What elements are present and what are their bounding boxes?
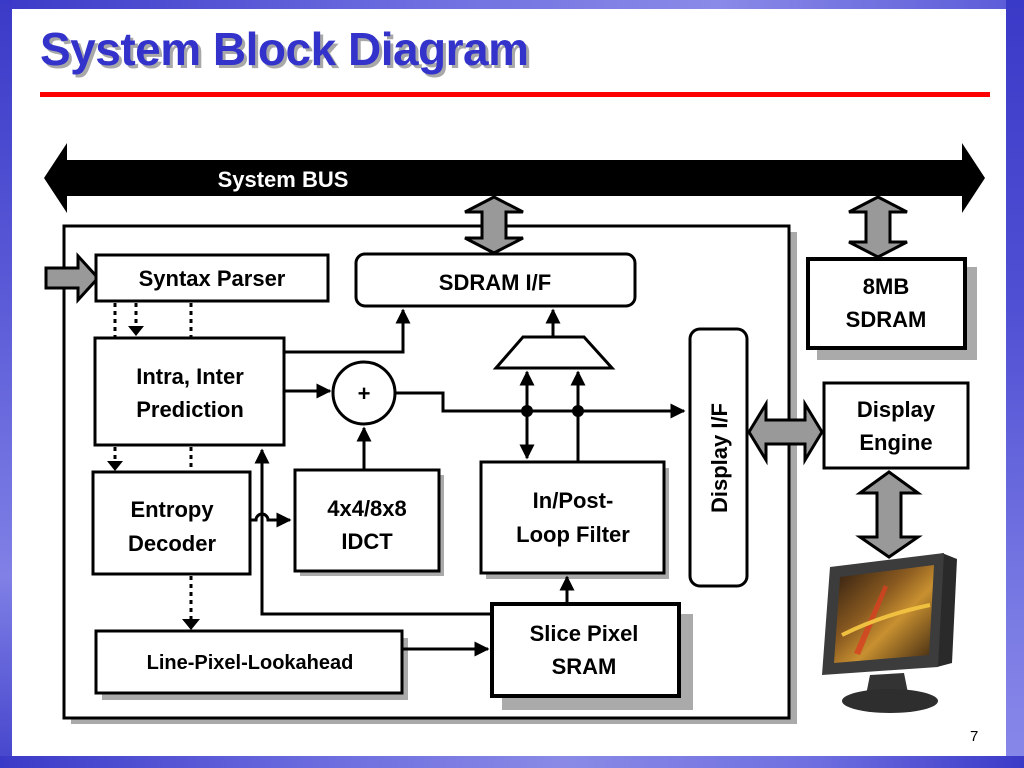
engine-monitor-connector-icon <box>855 470 923 559</box>
loop-filter-label-line1: In/Post- <box>533 488 614 513</box>
lcd-monitor-icon <box>822 553 957 713</box>
adder-output-line <box>395 391 686 419</box>
display-engine-block: Display Engine <box>822 381 970 470</box>
syntax-parser-block: Syntax Parser <box>94 253 330 303</box>
sdram-if-label: SDRAM I/F <box>439 270 551 295</box>
line-pixel-lookahead-block: Line-Pixel-Lookahead <box>94 629 408 700</box>
sdram-8mb-label-line2: SDRAM <box>846 307 927 332</box>
slide-title: System Block Diagram <box>40 23 529 75</box>
arrowhead-icon <box>182 619 200 630</box>
page-number: 7 <box>970 728 979 745</box>
sdram-if-block: SDRAM I/F <box>354 252 637 308</box>
idct-label-line2: IDCT <box>341 529 393 554</box>
title-underline <box>40 92 990 97</box>
display-engine-label-line2: Engine <box>859 430 932 455</box>
idct-label-line1: 4x4/8x8 <box>327 496 407 521</box>
display-engine-label-line1: Display <box>857 397 936 422</box>
display-if-block: Display I/F <box>688 327 749 588</box>
entropy-decoder-label-line1: Entropy <box>130 497 214 522</box>
display-if-label: Display I/F <box>707 403 732 513</box>
bus-sdram-connector-icon <box>848 195 908 259</box>
intra-inter-label-line1: Intra, Inter <box>136 364 244 389</box>
intra-inter-label-line2: Prediction <box>136 397 244 422</box>
intra-inter-prediction-block: Intra, Inter Prediction <box>93 336 286 447</box>
slice-pixel-sram-label-line1: Slice Pixel <box>530 621 639 646</box>
idct-block: 4x4/8x8 IDCT <box>293 468 444 576</box>
arrowhead-icon <box>107 461 123 471</box>
slide-frame-bottom <box>0 756 1024 768</box>
slide-frame-top <box>0 0 1024 9</box>
system-bus-label: System BUS <box>218 167 349 192</box>
system-bus: System BUS <box>44 143 985 213</box>
loop-filter-label-line2: Loop Filter <box>516 522 630 547</box>
prediction-control-lines <box>113 447 193 470</box>
loop-filter-block: In/Post- Loop Filter <box>479 460 669 579</box>
slice-pixel-sram-label-line2: SRAM <box>552 654 617 679</box>
sdram-8mb-label-line1: 8MB <box>863 274 909 299</box>
input-arrow-icon <box>44 252 101 304</box>
sdram-8mb-block: 8MB SDRAM <box>806 257 977 360</box>
prediction-to-sdram-if-line <box>284 308 411 354</box>
syntax-parser-label: Syntax Parser <box>139 266 286 291</box>
slide-frame-left <box>0 0 12 768</box>
line-pixel-lookahead-label: Line-Pixel-Lookahead <box>147 652 354 674</box>
syntax-parser-control-lines <box>113 303 193 338</box>
display-if-engine-connector-icon <box>747 398 824 466</box>
entropy-decoder-block: Entropy Decoder <box>91 470 252 576</box>
entropy-decoder-label-line2: Decoder <box>128 531 216 556</box>
arrowhead-icon <box>128 326 144 336</box>
slide-frame-right <box>1006 0 1024 768</box>
adder-symbol: + <box>358 381 371 406</box>
adder-node: + <box>331 360 397 426</box>
sram-to-prediction-line <box>254 448 492 616</box>
multiplexer <box>492 335 616 370</box>
slice-pixel-sram-block: Slice Pixel SRAM <box>490 602 693 710</box>
